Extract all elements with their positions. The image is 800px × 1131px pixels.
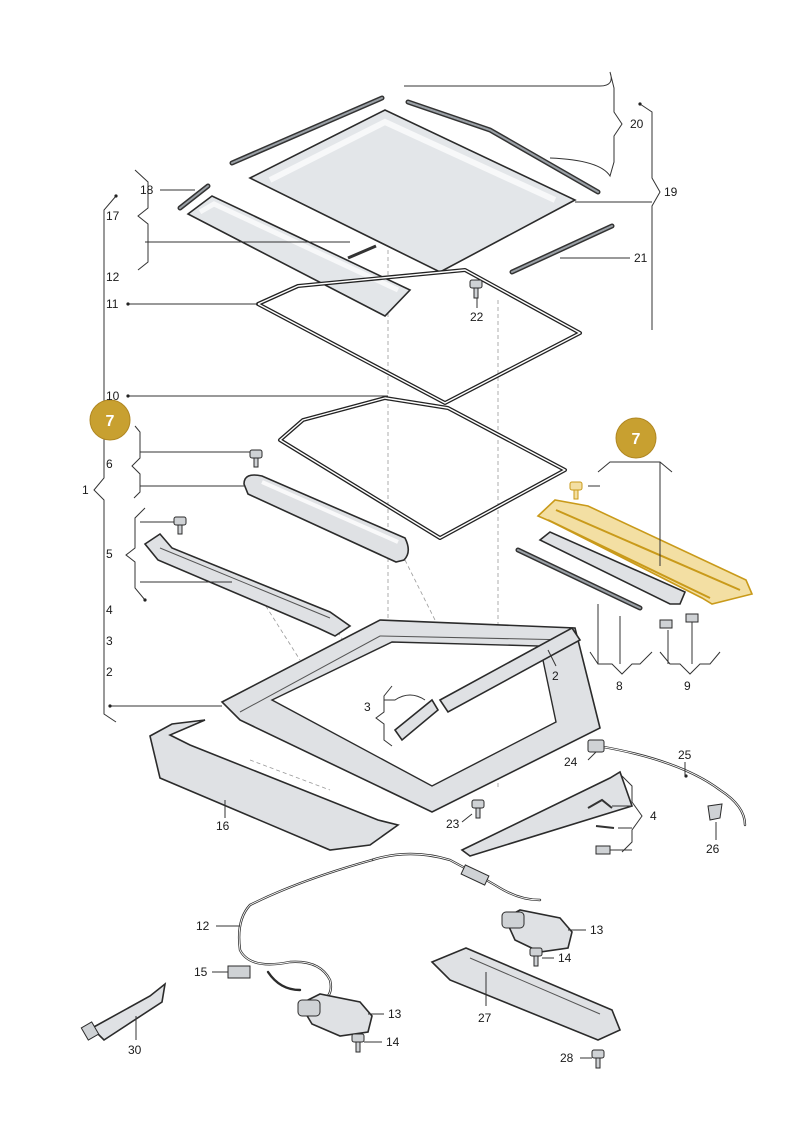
callout-18: 18: [140, 183, 154, 197]
left-guide-rail: [143, 532, 352, 637]
callout-2-left: 2: [106, 665, 113, 679]
connector-24-icon: [587, 739, 605, 753]
badge-7-right-label: 7: [632, 431, 641, 448]
leader-dots: [108, 102, 688, 778]
highlighted-sunshade-frame: [536, 499, 754, 605]
callout-8: 8: [616, 679, 623, 693]
small-strip: [347, 244, 377, 260]
callout-11: 11: [106, 297, 119, 311]
callout-20: 20: [630, 117, 644, 131]
frame-right-rail: [438, 626, 582, 714]
callout-10: 10: [106, 389, 120, 403]
callout-19: 19: [664, 185, 678, 199]
callout-15: 15: [194, 965, 208, 979]
motor-13-upper: [501, 909, 573, 953]
screw-22-icon: [469, 279, 483, 299]
side-trim-strip: [509, 223, 615, 275]
badge-7-left-label: 7: [106, 413, 115, 430]
front-cross-member: [149, 719, 400, 851]
callout-14-lower: 14: [386, 1035, 400, 1049]
callout-21: 21: [634, 251, 648, 265]
callout-9: 9: [684, 679, 691, 693]
callout-5: 5: [106, 547, 113, 561]
front-seal-strip: [177, 183, 211, 211]
callout-22: 22: [470, 310, 484, 324]
callout-labels: 20 19 21 18 17 12 11 22 10 6 1 5 4 3 2 2…: [82, 117, 720, 1065]
screw-6-icon: [249, 449, 263, 468]
clip-26-icon: [707, 803, 723, 821]
drain-cable-25: [596, 744, 747, 827]
callout-6: 6: [106, 457, 113, 471]
inner-seal-frame: [278, 396, 567, 540]
screw-5-icon: [173, 516, 187, 535]
wiring-harness: [237, 852, 542, 1004]
callout-4-left: 4: [106, 603, 113, 617]
callout-16: 16: [216, 819, 230, 833]
callout-2-right: 2: [552, 669, 559, 683]
callout-13-lower: 13: [388, 1007, 402, 1021]
screw-28-icon: [591, 1049, 605, 1069]
badge-7-right: 7: [615, 417, 657, 459]
screw-14-lower-icon: [351, 1033, 365, 1053]
callout-27: 27: [478, 1011, 492, 1025]
upper-seal-strip-left: [229, 95, 385, 166]
callout-1: 1: [82, 483, 89, 497]
callout-30: 30: [128, 1043, 142, 1057]
screw-14-upper-icon: [529, 947, 543, 967]
side-trim-4: [460, 770, 634, 857]
callout-24: 24: [564, 755, 578, 769]
callout-13-upper: 13: [590, 923, 604, 937]
callout-23: 23: [446, 817, 460, 831]
motor-bracket-27: [430, 947, 622, 1041]
callout-12-bottom: 12: [196, 919, 210, 933]
wind-deflector: [243, 474, 410, 563]
connector-15-icon: [227, 965, 251, 979]
screw-highlight-icon: [569, 481, 583, 500]
callout-17: 17: [106, 209, 120, 223]
callout-14-upper: 14: [558, 951, 572, 965]
outer-seal-frame: [256, 268, 582, 405]
rear-glass-panel: [248, 109, 577, 273]
callout-4-right: 4: [650, 809, 657, 823]
callout-26: 26: [706, 842, 720, 856]
roller-blind: [515, 531, 687, 611]
callout-28: 28: [560, 1051, 574, 1065]
motor-13-lower: [297, 993, 373, 1037]
callout-3-left: 3: [106, 634, 113, 648]
bracket-3: [393, 698, 440, 742]
grease-tube-30: [80, 982, 167, 1042]
screw-23-icon: [471, 799, 485, 819]
upper-seal-strip-right: [405, 99, 601, 195]
leader-lines: [93, 71, 721, 1059]
callout-3-center: 3: [364, 700, 371, 714]
callout-25: 25: [678, 748, 692, 762]
badge-7-left: 7: [89, 399, 131, 441]
callout-12-top: 12: [106, 270, 120, 284]
